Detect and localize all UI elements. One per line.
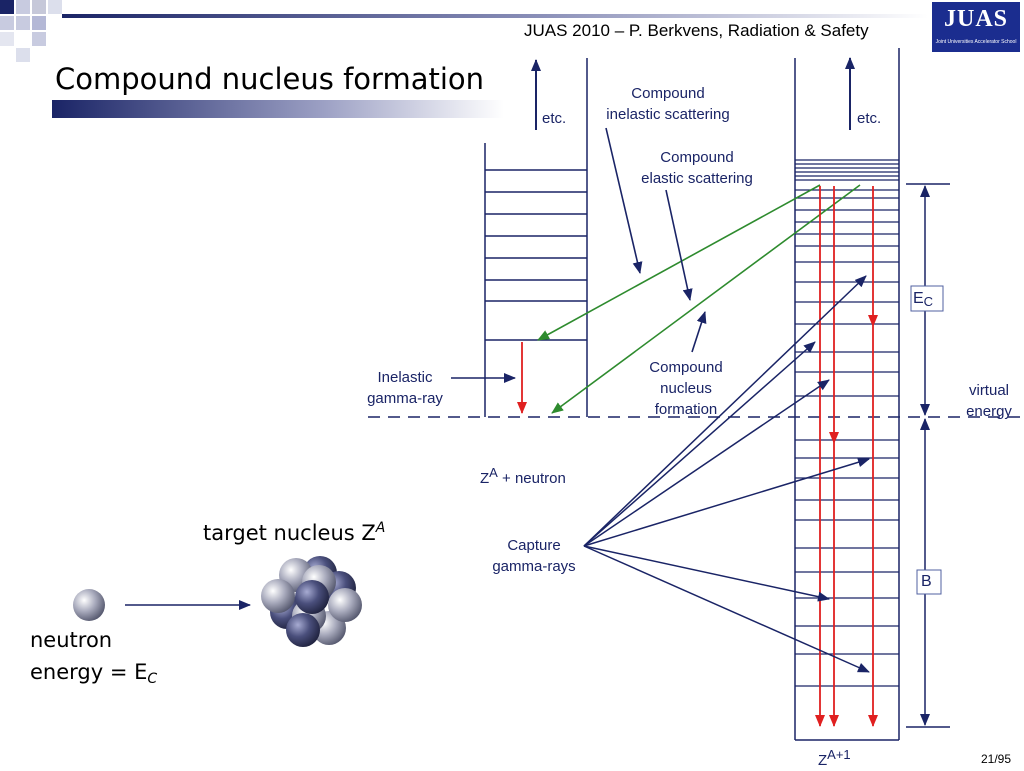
capture-gamma-line1: Capture <box>507 537 561 554</box>
pointer-formation <box>691 311 707 353</box>
b-box <box>916 569 942 595</box>
right-level-column <box>794 48 900 741</box>
za1-sup: A+1 <box>827 747 851 762</box>
za-main: Z <box>480 470 490 487</box>
target-nucleus-cluster <box>261 556 362 647</box>
za-sup: A <box>489 465 498 480</box>
right-etc-label: etc. <box>857 110 882 127</box>
za1-label: ZA+1 <box>818 744 851 771</box>
inelastic-gamma-line1: Inelastic <box>377 369 433 386</box>
neutron-energy-label: energy = EC <box>30 660 157 687</box>
compound-formation-label: Compound nucleus formation <box>636 357 736 420</box>
ec-main: E <box>913 290 924 307</box>
target-nucleus-label: target nucleus ZA <box>203 520 385 545</box>
za-rest: + neutron <box>497 470 566 487</box>
neutron-energy-text: energy = E <box>30 660 148 684</box>
virtual-energy-line2: energy <box>966 403 1012 420</box>
compound-elastic-label: Compound elastic scattering <box>628 147 766 189</box>
target-nucleus-text: target nucleus Z <box>203 521 376 545</box>
dimension-arrows <box>906 183 950 728</box>
running-title: JUAS 2010 – P. Berkvens, Radiation & Saf… <box>524 21 869 40</box>
capture-gamma-label: Capture gamma-rays <box>478 535 590 577</box>
compound-elastic-line2: elastic scattering <box>641 170 753 187</box>
left-level-column <box>484 58 588 417</box>
page-number: 21/95 <box>981 752 1012 766</box>
capture-gamma-fan <box>583 275 870 673</box>
compound-inelastic-line1: Compound <box>631 85 705 102</box>
compound-formation-line1: Compound <box>649 359 723 376</box>
header-decoration <box>0 0 928 118</box>
logo-text: JUAS <box>943 6 1008 32</box>
pointer-elastic <box>665 189 693 301</box>
za1-main: Z <box>818 752 828 769</box>
slide-title: Compound nucleus formation <box>55 62 485 96</box>
virtual-energy-label: virtual energy <box>955 380 1023 422</box>
pointer-inelastic <box>605 127 643 274</box>
neutron-label: neutron <box>30 628 113 652</box>
logo-subtext: Joint Universities Accelerator School <box>935 39 1017 45</box>
compound-formation-line2: nucleus <box>660 380 712 397</box>
capture-gamma-line2: gamma-rays <box>492 558 576 575</box>
ec-label: EC <box>913 288 933 312</box>
virtual-energy-line1: virtual <box>968 382 1009 399</box>
inelastic-gamma-line2: gamma-ray <box>367 390 443 407</box>
inelastic-scatter-arrow <box>537 184 821 341</box>
juas-logo: JUAS Joint Universities Accelerator Scho… <box>932 2 1020 52</box>
compound-inelastic-label: Compound inelastic scattering <box>592 83 744 125</box>
target-nucleus-sup: A <box>375 520 386 536</box>
neutron-energy-sub: C <box>147 671 158 687</box>
ec-sub: C <box>923 294 934 309</box>
left-etc-label: etc. <box>542 110 567 127</box>
b-label: B <box>921 573 932 590</box>
neutron-ball <box>73 589 105 621</box>
ec-box <box>910 285 944 312</box>
za-neutron-label: ZA + neutron <box>480 462 566 489</box>
compound-formation-line3: formation <box>654 401 718 418</box>
inelastic-gamma-label: Inelastic gamma-ray <box>353 367 457 409</box>
elastic-scatter-arrow <box>551 184 861 414</box>
compound-inelastic-line2: inelastic scattering <box>606 106 730 123</box>
compound-elastic-line1: Compound <box>660 149 734 166</box>
